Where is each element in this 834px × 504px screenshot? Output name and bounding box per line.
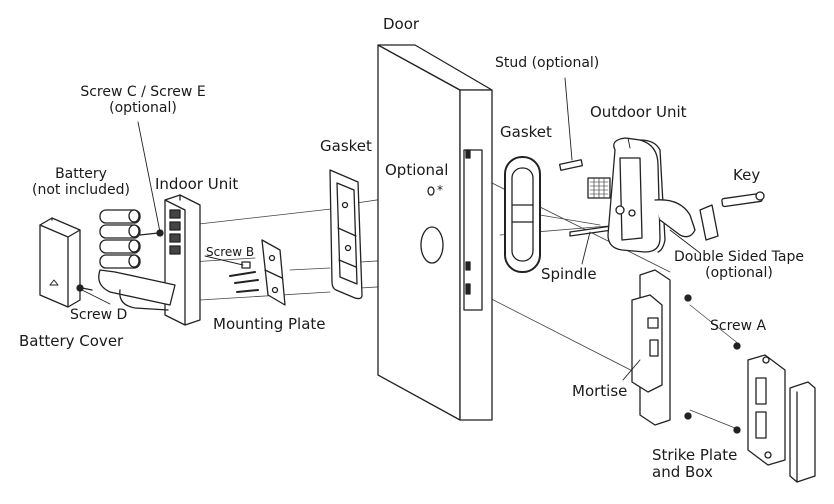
- key: [699, 191, 765, 241]
- screw-d-label: Screw D: [70, 307, 128, 323]
- battery-cover: [39, 217, 81, 308]
- mounting-plate-label: Mounting Plate: [213, 315, 326, 333]
- mortise-label: Mortise: [572, 382, 628, 400]
- battery-cover-label: Battery Cover: [19, 332, 124, 350]
- indoor-unit: [98, 194, 201, 326]
- door-slab: [377, 44, 493, 421]
- battery-label-line2: (not included): [32, 182, 130, 199]
- gasket-indoor-label: Gasket: [320, 137, 372, 155]
- screw-b-label: Screw B: [206, 245, 255, 259]
- outdoor-unit-label: Outdoor Unit: [590, 103, 687, 121]
- optional-ring: [427, 186, 435, 196]
- battery-label: Battery (not included): [25, 166, 137, 198]
- battery-label-line1: Battery: [55, 166, 107, 182]
- stud: [558, 159, 584, 171]
- strike-label-line2: and Box: [652, 463, 713, 482]
- indoor-unit-label: Indoor Unit: [155, 175, 239, 193]
- key-label: Key: [733, 166, 761, 184]
- door-label: Door: [383, 15, 420, 33]
- gasket-outdoor-label: Gasket: [500, 123, 552, 141]
- double-tape-label: Double Sided Tape (optional): [668, 249, 810, 281]
- double-tape-label-line1: Double Sided Tape: [674, 249, 804, 265]
- stud-label: Stud (optional): [495, 55, 600, 71]
- screw-d: [76, 284, 93, 292]
- batteries: [99, 209, 141, 269]
- screw-ce-label: Screw C / Screw E (optional): [58, 84, 228, 116]
- screw-ce-label-line2: (optional): [109, 100, 177, 117]
- strike-box: [789, 381, 816, 483]
- double-tape-label-line2: (optional): [705, 265, 773, 282]
- screw-a-label: Screw A: [710, 318, 767, 334]
- strike-plate: [733, 342, 786, 466]
- strike-plate-box-label: Strike Plate and Box: [652, 446, 738, 482]
- spindle-label: Spindle: [541, 265, 597, 283]
- outdoor-unit: [587, 137, 696, 253]
- mounting-plate: [261, 239, 286, 306]
- mortise: [631, 269, 692, 426]
- screw-ce-label-line1: Screw C / Screw E: [80, 84, 206, 100]
- leader-lines: [81, 77, 701, 381]
- gasket-indoor: [329, 169, 363, 300]
- screw-b: [229, 271, 259, 293]
- gasket-outdoor: [504, 156, 541, 273]
- optional-label: Optional: [385, 161, 449, 179]
- optional-asterisk: *: [437, 183, 443, 197]
- strike-label-line1: Strike Plate: [652, 446, 738, 464]
